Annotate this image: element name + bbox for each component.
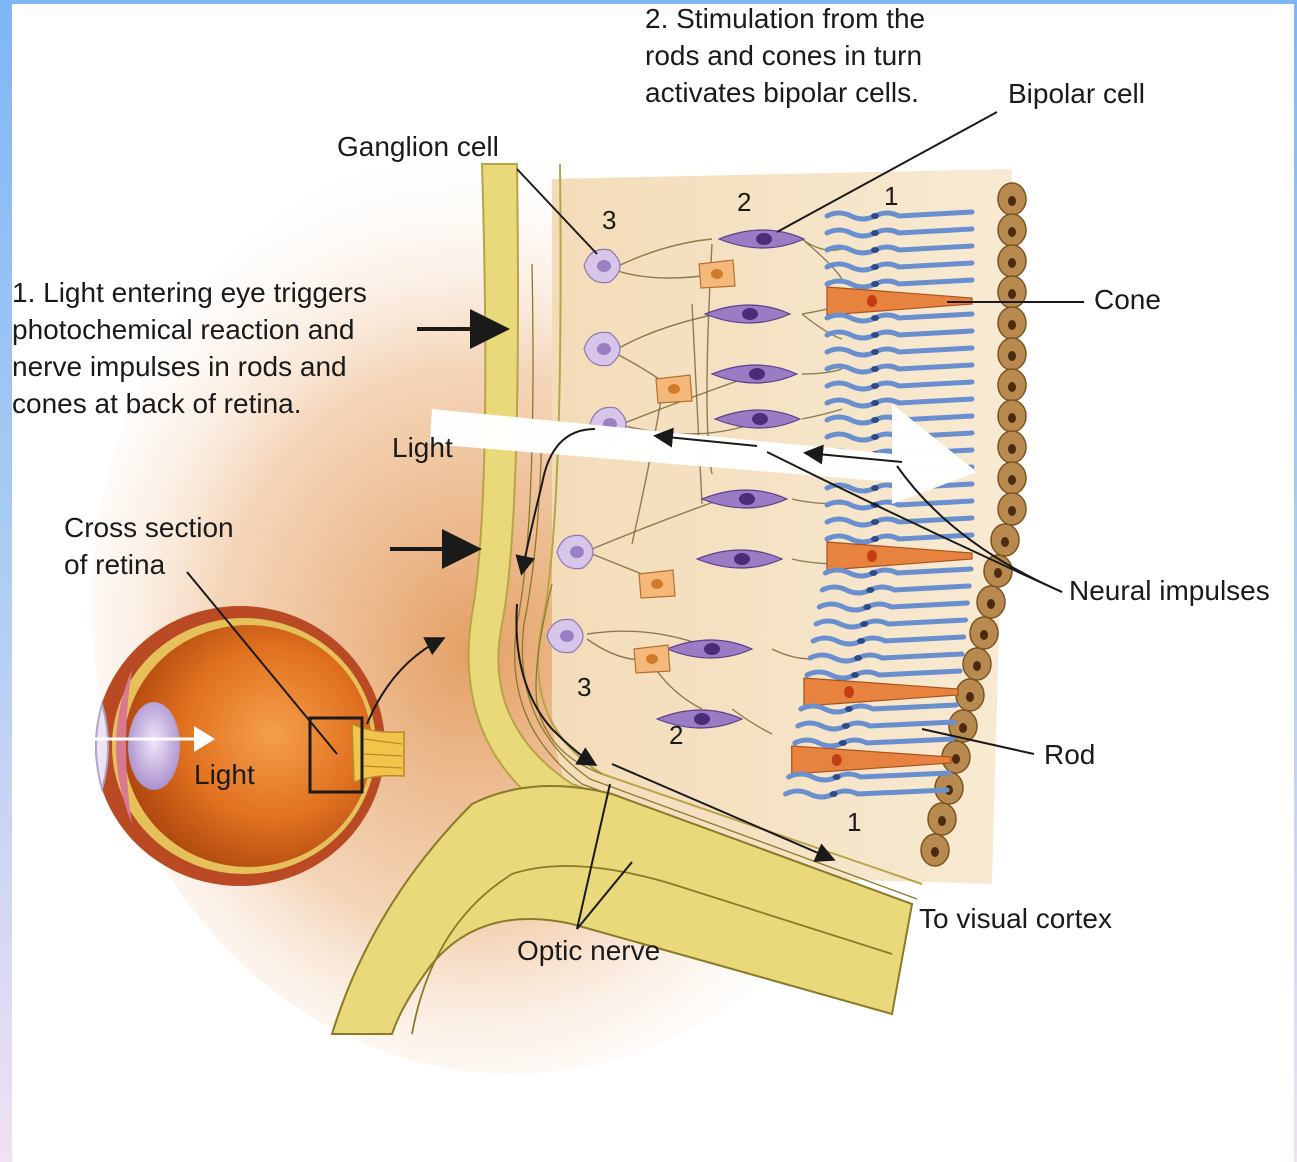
neural-impulses-label: Neural impulses [1069, 575, 1270, 606]
bipolar-nucleus [704, 643, 720, 655]
bipolar-nucleus [756, 233, 772, 245]
optic-nerve-label: Optic nerve [517, 935, 660, 966]
rod-nucleus [871, 264, 879, 270]
optic-nerve-stub [352, 724, 404, 782]
amacrine-nucleus [668, 384, 680, 394]
rod-nucleus [871, 434, 879, 440]
rod-nucleus [871, 417, 879, 423]
rod-nucleus [845, 706, 853, 712]
light-entering-label-line4: cones at back of retina. [12, 388, 302, 419]
stimulation-label-line3: activates bipolar cells. [645, 77, 919, 108]
cone-nucleus [844, 686, 854, 698]
rod-nucleus [851, 672, 859, 678]
pigment-nucleus [987, 599, 995, 609]
layer-number-bipolar-bottom: 2 [669, 720, 683, 750]
pigment-nucleus [1008, 351, 1016, 361]
rod-label: Rod [1044, 739, 1095, 770]
light-entering-label-line2: photochemical reaction and [12, 314, 354, 345]
bipolar-nucleus [739, 493, 755, 505]
rod-nucleus [871, 536, 879, 542]
light-retina-label: Light [392, 432, 453, 463]
rod-nucleus [869, 570, 877, 576]
rod-nucleus [871, 383, 879, 389]
pigment-nucleus [994, 568, 1002, 578]
ganglion-nucleus [570, 546, 584, 558]
layer-number-rods-bottom: 1 [847, 807, 861, 837]
cone-nucleus [867, 295, 877, 307]
rod-nucleus [830, 791, 838, 797]
rod-nucleus [866, 587, 874, 593]
cone-nucleus [867, 550, 877, 562]
stimulation-label-line2: rods and cones in turn [645, 40, 922, 71]
pigment-nucleus [931, 847, 939, 857]
retina-illustration: 2. Stimulation from the rods and cones i… [12, 4, 1294, 1162]
bipolar-cell-label: Bipolar cell [1008, 78, 1145, 109]
rod-nucleus [871, 230, 879, 236]
pigment-nucleus [1001, 537, 1009, 547]
layer-number-bipolar-top: 2 [737, 187, 751, 217]
bipolar-nucleus [694, 713, 710, 725]
cross-section-label-line2: of retina [64, 549, 166, 580]
rod-nucleus [871, 366, 879, 372]
rod-nucleus [871, 332, 879, 338]
pigment-nucleus [966, 692, 974, 702]
rod-nucleus [860, 621, 868, 627]
pigment-nucleus [1008, 227, 1016, 237]
pigment-nucleus [1008, 289, 1016, 299]
amacrine-nucleus [711, 269, 723, 279]
ganglion-nucleus [597, 260, 611, 272]
pigment-nucleus [1008, 196, 1016, 206]
amacrine-nucleus [646, 654, 658, 664]
light-eye-label: Light [194, 759, 255, 790]
rod-nucleus [871, 247, 879, 253]
rod-nucleus [833, 774, 841, 780]
layer-number-rods-top: 1 [884, 181, 898, 211]
pigment-nucleus [1008, 475, 1016, 485]
layer-number-ganglion-bottom: 3 [577, 672, 591, 702]
cone-nucleus [832, 754, 842, 766]
rod-nucleus [871, 315, 879, 321]
cone-label: Cone [1094, 284, 1161, 315]
light-entering-label-line1: 1. Light entering eye triggers [12, 277, 367, 308]
rod-nucleus [871, 349, 879, 355]
pigment-nucleus [1008, 382, 1016, 392]
pigment-nucleus [1008, 258, 1016, 268]
bipolar-nucleus [752, 413, 768, 425]
rod-nucleus [871, 519, 879, 525]
pigment-nucleus [1008, 320, 1016, 330]
bipolar-nucleus [742, 308, 758, 320]
amacrine-nucleus [651, 579, 663, 589]
rod-nucleus [863, 604, 871, 610]
rod-nucleus [839, 740, 847, 746]
rod-nucleus [871, 281, 879, 287]
bipolar-nucleus [734, 553, 750, 565]
rod-nucleus [854, 655, 862, 661]
cross-section-label-line1: Cross section [64, 512, 234, 543]
pigment-nucleus [1008, 413, 1016, 423]
rod-nucleus [871, 400, 879, 406]
ganglion-nucleus [560, 630, 574, 642]
pigment-nucleus [1008, 506, 1016, 516]
pigment-nucleus [959, 723, 967, 733]
pigment-nucleus [938, 816, 946, 826]
pigment-nucleus [973, 661, 981, 671]
retina-diagram: 2. Stimulation from the rods and cones i… [12, 4, 1294, 1162]
pigment-nucleus [1008, 444, 1016, 454]
pigment-nucleus [980, 630, 988, 640]
bipolar-nucleus [749, 368, 765, 380]
pigment-nucleus [952, 754, 960, 764]
rod-nucleus [842, 723, 850, 729]
ganglion-cell-label: Ganglion cell [337, 131, 499, 162]
rod-nucleus [857, 638, 865, 644]
light-entering-label-line3: nerve impulses in rods and [12, 351, 347, 382]
rod-nucleus [871, 485, 879, 491]
visual-cortex-label: To visual cortex [919, 903, 1112, 934]
lens [128, 702, 180, 790]
rod-nucleus [871, 213, 879, 219]
stimulation-label-line1: 2. Stimulation from the [645, 4, 925, 34]
ganglion-nucleus [597, 343, 611, 355]
layer-number-ganglion-top: 3 [602, 205, 616, 235]
